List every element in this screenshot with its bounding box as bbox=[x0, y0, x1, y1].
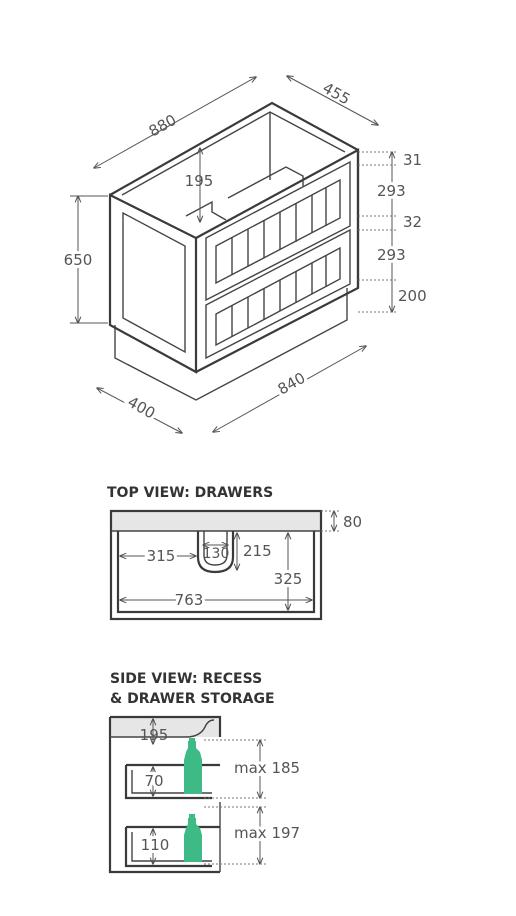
basin-cutout bbox=[196, 531, 235, 574]
inner-drawer-box bbox=[185, 200, 227, 221]
lower-drawer-side-label: 110 bbox=[141, 836, 170, 854]
side-view-title-2: & DRAWER STORAGE bbox=[110, 691, 275, 707]
top-view-outline bbox=[109, 509, 323, 621]
iso-labels: 880 455 195 650 31 293 32 293 200 400 84… bbox=[61, 79, 427, 426]
top-view-drawing bbox=[109, 509, 340, 621]
internal-depth-label: 325 bbox=[274, 570, 303, 588]
offset-label: 315 bbox=[147, 547, 176, 565]
upper-drawer-side-label: 70 bbox=[144, 772, 163, 790]
iso-dimensions bbox=[70, 76, 398, 433]
side-view-drawing bbox=[108, 715, 266, 874]
cutout-width-label: 130 bbox=[203, 546, 230, 562]
side-view-title-1: SIDE VIEW: RECESS bbox=[110, 671, 262, 687]
top-view-inner bbox=[116, 531, 316, 614]
lower-drawer bbox=[205, 228, 351, 360]
drawer-slats bbox=[231, 187, 327, 337]
basin-depth-label: 195 bbox=[185, 172, 214, 190]
cutout-depth-label: 215 bbox=[243, 542, 272, 560]
upper-drawer-height-label: 293 bbox=[377, 182, 406, 200]
side-view-outline bbox=[108, 715, 222, 874]
lower-max-label: max 197 bbox=[234, 824, 300, 842]
plinth bbox=[114, 288, 348, 401]
upper-drawer-profile bbox=[124, 763, 220, 800]
plinth-height-label: 200 bbox=[398, 287, 427, 305]
recess-depth-label: 195 bbox=[140, 726, 169, 744]
upper-max-label: max 185 bbox=[234, 759, 300, 777]
upper-bottle-icon bbox=[184, 738, 202, 794]
upper-drawer bbox=[205, 160, 351, 302]
drawer-top-gap-label: 31 bbox=[403, 151, 422, 169]
front-frame bbox=[195, 148, 360, 373]
lower-drawer-profile bbox=[124, 825, 220, 868]
drawer-mid-gap-label: 32 bbox=[403, 213, 422, 231]
top-thickness-label: 80 bbox=[343, 513, 362, 531]
internal-width-label: 763 bbox=[175, 591, 204, 609]
depth-label: 455 bbox=[320, 79, 354, 109]
height-label: 650 bbox=[64, 251, 93, 269]
lower-bottle-icon bbox=[184, 814, 202, 862]
left-panel-frame bbox=[122, 211, 186, 354]
lower-drawer-height-label: 293 bbox=[377, 246, 406, 264]
top-view-title: TOP VIEW: DRAWERS bbox=[107, 485, 273, 501]
isometric-vanity bbox=[108, 101, 360, 401]
